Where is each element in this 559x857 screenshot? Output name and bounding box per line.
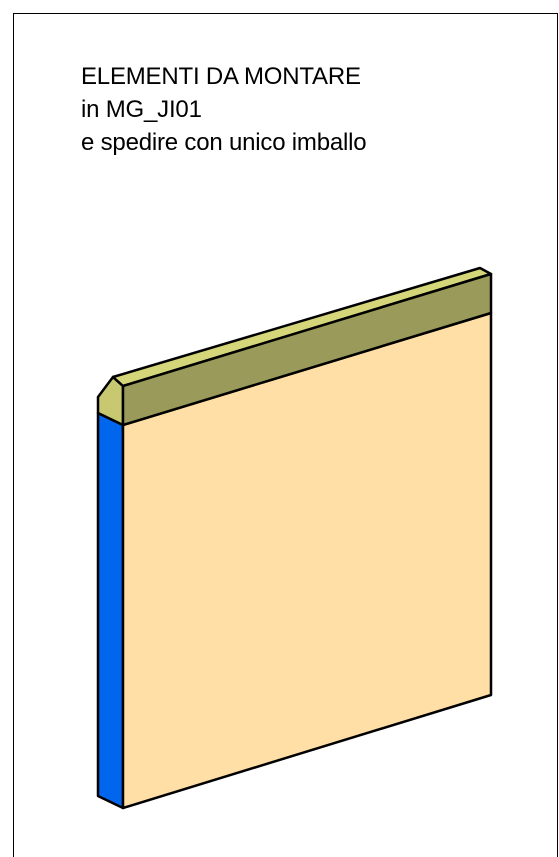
note-line-2: in MG_JI01: [81, 96, 202, 123]
panel-side-edge: [96, 411, 125, 810]
note-line-3: e spedire con unico imballo: [81, 129, 367, 156]
top-strip-front-face: [121, 272, 493, 427]
assembly-note: ELEMENTI DA MONTARE in MG_JI01 e spedire…: [81, 60, 367, 159]
note-line-1: ELEMENTI DA MONTARE: [81, 63, 361, 90]
